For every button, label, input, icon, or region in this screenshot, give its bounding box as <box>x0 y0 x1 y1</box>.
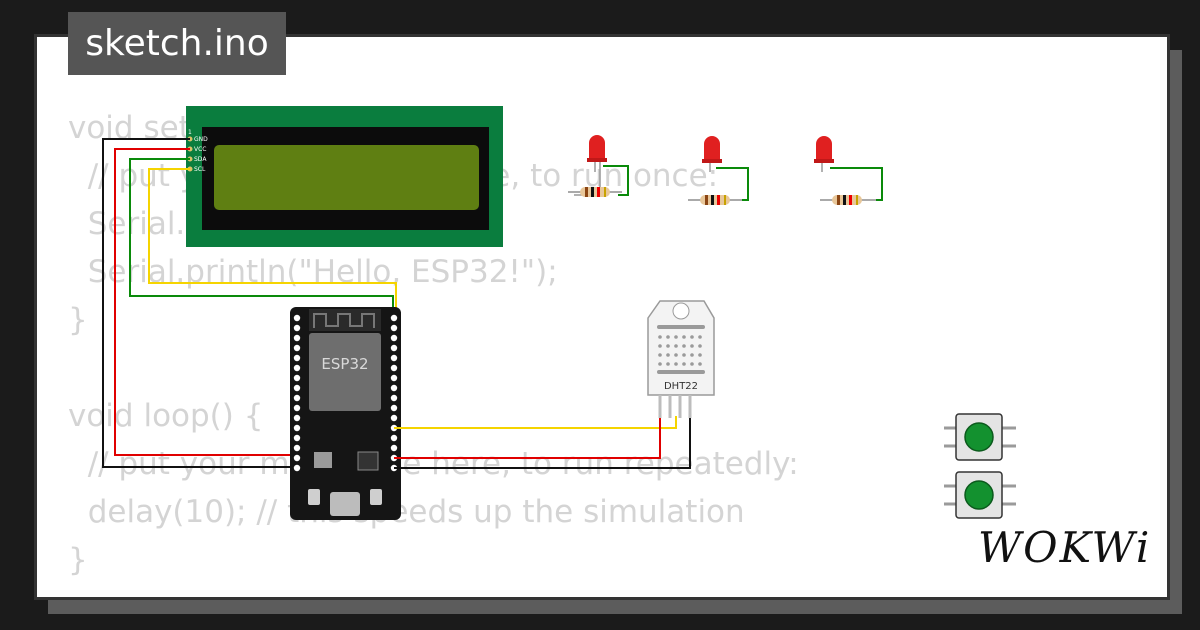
resistor-2 <box>700 195 730 205</box>
wire-dht-data <box>394 416 677 429</box>
lcd-pin-vcc: VCC <box>194 146 206 153</box>
led-group-1 <box>568 135 629 197</box>
led-red-1[interactable] <box>589 135 605 160</box>
resistor-3 <box>832 195 862 205</box>
lcd-pin-gnd: GND <box>194 136 208 143</box>
lcd-display[interactable]: 1 GND VCC SDA SCL <box>186 106 503 247</box>
dht-wires <box>394 416 691 469</box>
esp32-left-pins <box>293 314 301 472</box>
wire-dht-vcc <box>394 416 661 459</box>
file-tab: sketch.ino <box>68 12 286 75</box>
code-line: void loop() { <box>68 398 264 434</box>
pushbutton-1[interactable] <box>944 413 1016 461</box>
led-group-3 <box>814 136 883 205</box>
wokwi-logo: WOKWi <box>978 523 1152 572</box>
lcd-pin-scl: SCL <box>194 166 206 173</box>
usb-chip <box>357 451 379 471</box>
resistor-1 <box>580 187 610 197</box>
dht-vent-grid <box>657 325 705 374</box>
esp32-board[interactable]: ESP32 <box>290 307 401 520</box>
wire-gnd <box>102 138 296 468</box>
reset-button[interactable] <box>308 489 320 505</box>
esp32-right-pins <box>390 314 398 472</box>
wire-dht-gnd <box>394 416 691 469</box>
dht-label: DHT22 <box>664 381 698 392</box>
voltage-regulator <box>314 452 332 468</box>
code-line: } <box>68 302 88 338</box>
lcd-pin-sda: SDA <box>194 156 207 163</box>
led-red-3[interactable] <box>816 136 832 161</box>
lcd-pin-index: 1 <box>188 129 192 136</box>
led-group-2 <box>688 136 749 205</box>
wire-vcc <box>114 148 296 456</box>
code-line: } <box>68 542 88 578</box>
pushbutton-2[interactable] <box>944 471 1016 519</box>
usb-port <box>330 492 360 516</box>
wire-scl <box>148 168 397 350</box>
dht22-sensor[interactable]: DHT22 <box>647 300 715 418</box>
file-tab-title: sketch.ino <box>85 23 269 64</box>
dht-pins <box>658 395 692 418</box>
esp32-label: ESP32 <box>321 355 368 373</box>
boot-button[interactable] <box>370 489 382 505</box>
led-red-2[interactable] <box>704 136 720 161</box>
